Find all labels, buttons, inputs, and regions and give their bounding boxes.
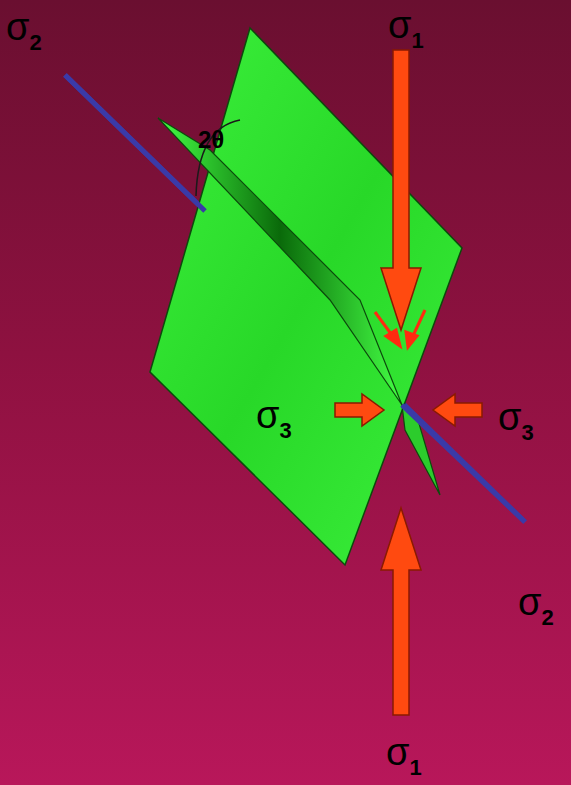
stress-label: σ3	[256, 396, 292, 434]
slip-arrow	[375, 310, 425, 347]
fault-plane	[150, 28, 462, 565]
angle-label: 2θ	[198, 128, 224, 152]
stress-arrow	[335, 50, 482, 715]
angle-arc	[196, 120, 240, 196]
stress-label: σ1	[386, 733, 422, 771]
stress-label: σ2	[518, 583, 554, 621]
stress-label: σ2	[6, 8, 42, 46]
conjugate-plane	[158, 118, 402, 405]
stress-label: σ3	[498, 398, 534, 436]
stress-label: σ1	[388, 6, 424, 44]
conjugate-plane	[402, 405, 440, 495]
